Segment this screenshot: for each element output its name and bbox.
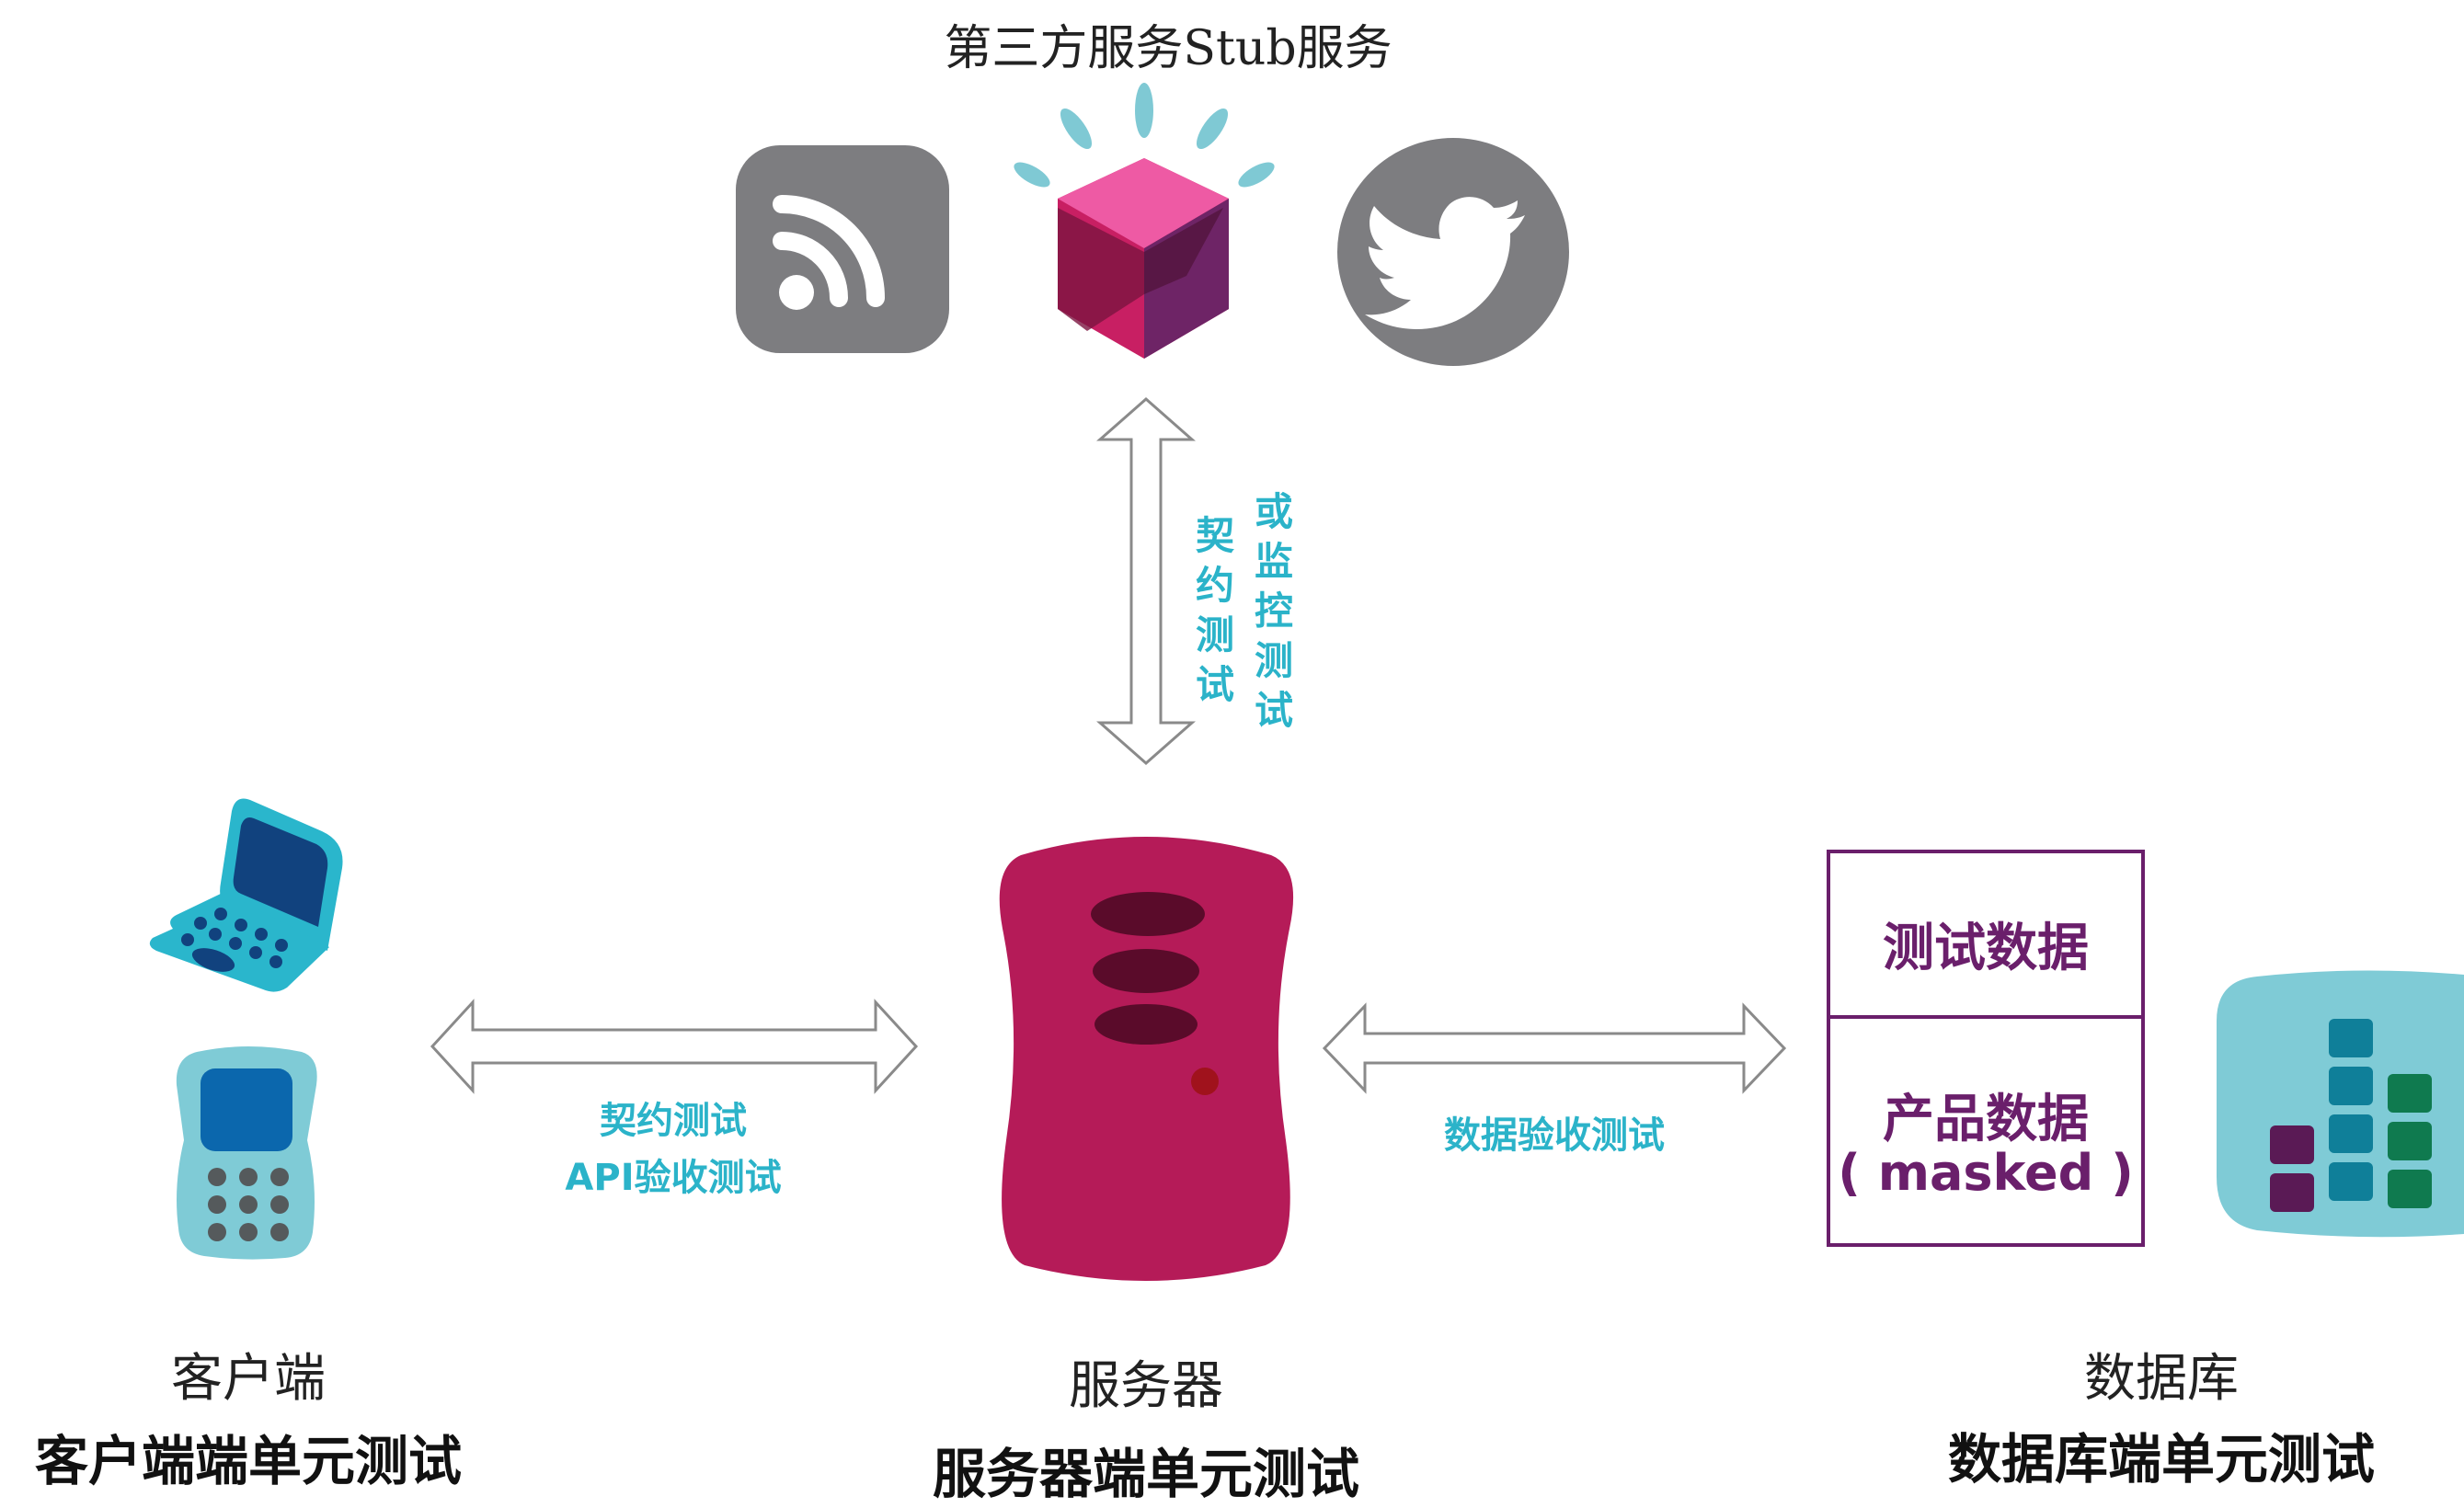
database-icon <box>2217 970 2464 1238</box>
production-data-label: 产品数据 <box>1883 1090 2089 1149</box>
client-server-arrow <box>430 999 919 1094</box>
database-data-box <box>1827 850 2145 1247</box>
server-db-arrow <box>1322 1002 1787 1094</box>
monitor-test-vertical-label: 或监控测试 <box>1254 489 1293 733</box>
database-name: 数据库 <box>2084 1349 2239 1409</box>
client-server-label-line2: API验收测试 <box>565 1157 782 1199</box>
client-name: 客户端 <box>171 1349 326 1409</box>
server-db-label: 数据验收测试 <box>1444 1114 1665 1157</box>
contract-test-vertical-label: 契约测试 <box>1195 513 1234 707</box>
masked-label: ( masked ) <box>1838 1144 2134 1202</box>
server-test-label: 服务器端单元测试 <box>932 1443 1359 1505</box>
third-party-title: 第三方服务Stub服务 <box>944 21 1392 76</box>
cube-icon <box>1014 83 1275 359</box>
test-data-label: 测试数据 <box>1883 919 2089 978</box>
server-name: 服务器 <box>1069 1356 1223 1416</box>
laptop-icon <box>149 798 343 992</box>
twitter-icon <box>1337 138 1569 366</box>
client-server-label-line1: 契约测试 <box>600 1100 747 1142</box>
vertical-double-arrow <box>1096 397 1196 765</box>
phone-icon <box>176 1046 317 1260</box>
server-icon <box>999 837 1294 1281</box>
database-test-label: 数据库端单元测试 <box>1947 1428 2375 1491</box>
client-test-label: 客户端端单元测试 <box>34 1430 462 1492</box>
rss-icon <box>736 145 949 353</box>
